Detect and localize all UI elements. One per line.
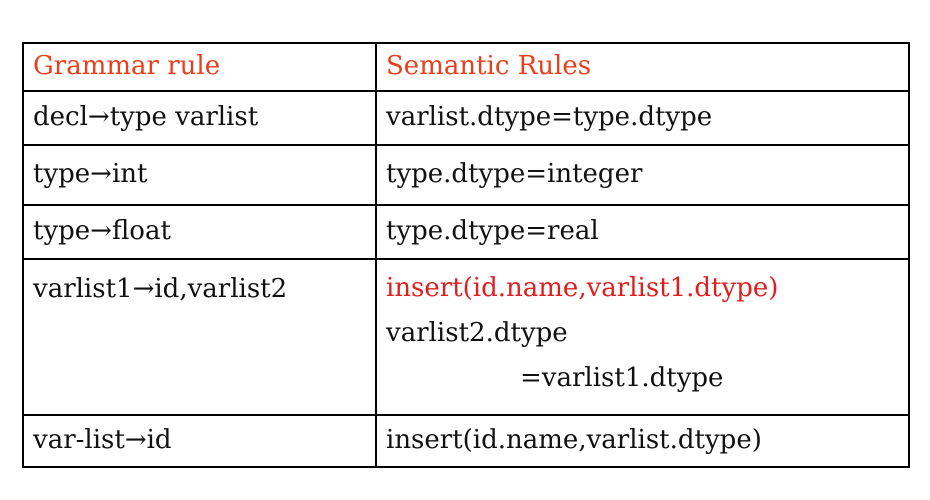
semantic-rule-cell: type.dtype=integer bbox=[375, 144, 910, 206]
grammar-rule-header: Grammar rule bbox=[22, 42, 377, 92]
semantic-rules-table: Grammar rule Semantic Rules decl→type va… bbox=[22, 42, 910, 468]
grammar-rule-cell: type→float bbox=[22, 204, 377, 260]
table-row: varlist1→id,varlist2 insert(id.name,varl… bbox=[22, 258, 910, 416]
table-row: type→float type.dtype=real bbox=[22, 204, 910, 260]
grammar-rule-cell: type→int bbox=[22, 144, 377, 206]
grammar-rule-cell: decl→type varlist bbox=[22, 90, 377, 146]
semantic-rule-cell: insert(id.name,varlist.dtype) bbox=[375, 414, 910, 468]
table-row: type→int type.dtype=integer bbox=[22, 144, 910, 206]
semantic-rules-header: Semantic Rules bbox=[375, 42, 910, 92]
assignment-line: varlist2.dtype bbox=[386, 318, 568, 348]
insert-action-line: insert(id.name,varlist1.dtype) bbox=[386, 273, 779, 303]
semantic-rule-cell: type.dtype=real bbox=[375, 204, 910, 260]
table-header-row: Grammar rule Semantic Rules bbox=[22, 42, 910, 92]
grammar-rule-cell: var-list→id bbox=[22, 414, 377, 468]
grammar-rule-cell: varlist1→id,varlist2 bbox=[22, 258, 377, 416]
table-row: var-list→id insert(id.name,varlist.dtype… bbox=[22, 414, 910, 468]
table-row: decl→type varlist varlist.dtype=type.dty… bbox=[22, 90, 910, 146]
assignment-continuation-line: =varlist1.dtype bbox=[520, 363, 724, 393]
semantic-rule-cell: insert(id.name,varlist1.dtype) varlist2.… bbox=[375, 258, 910, 416]
semantic-rule-cell: varlist.dtype=type.dtype bbox=[375, 90, 910, 146]
